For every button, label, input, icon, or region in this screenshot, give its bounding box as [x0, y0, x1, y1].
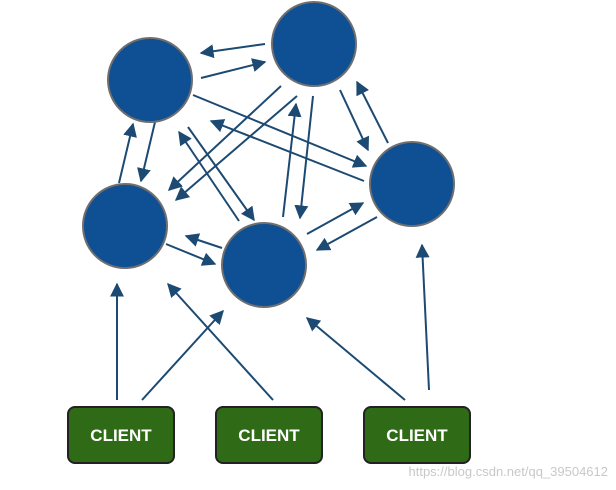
node-center: [221, 222, 307, 308]
arrow-21: [167, 282, 274, 401]
arrow-6: [356, 80, 389, 144]
arrow-13: [192, 94, 368, 168]
arrow-4: [137, 121, 156, 183]
client-label-3: CLIENT: [386, 426, 448, 445]
arrow-15: [184, 233, 223, 249]
nodes-layer: [82, 1, 455, 308]
arrow-10: [294, 95, 314, 220]
node-top-left: [107, 37, 193, 123]
arrow-14: [209, 119, 365, 182]
client-label-1: CLIENT: [90, 426, 152, 445]
arrow-9: [282, 102, 302, 218]
node-top: [271, 1, 357, 87]
arrow-18: [315, 216, 378, 251]
arrow-12: [178, 130, 240, 222]
client-box-1: CLIENT: [67, 406, 175, 464]
edges-layer: [110, 43, 430, 401]
arrow-2: [200, 58, 267, 79]
arrow-20: [141, 309, 224, 401]
arrow-23: [415, 243, 430, 391]
client-box-2: CLIENT: [215, 406, 323, 464]
arrow-3: [118, 122, 137, 184]
arrow-17: [306, 202, 365, 235]
watermark: https://blog.csdn.net/qq_39504612: [409, 464, 609, 479]
client-box-3: CLIENT: [363, 406, 471, 464]
arrow-5: [339, 89, 370, 152]
clients-layer: CLIENT CLIENT CLIENT: [67, 406, 471, 464]
client-label-2: CLIENT: [238, 426, 300, 445]
arrow-16: [165, 243, 217, 266]
node-right: [369, 141, 455, 227]
arrow-1: [199, 43, 266, 59]
arrow-11: [187, 126, 255, 222]
node-left: [82, 183, 168, 269]
arrow-8: [174, 95, 298, 201]
arrow-7: [167, 85, 282, 191]
arrow-22: [305, 317, 406, 401]
